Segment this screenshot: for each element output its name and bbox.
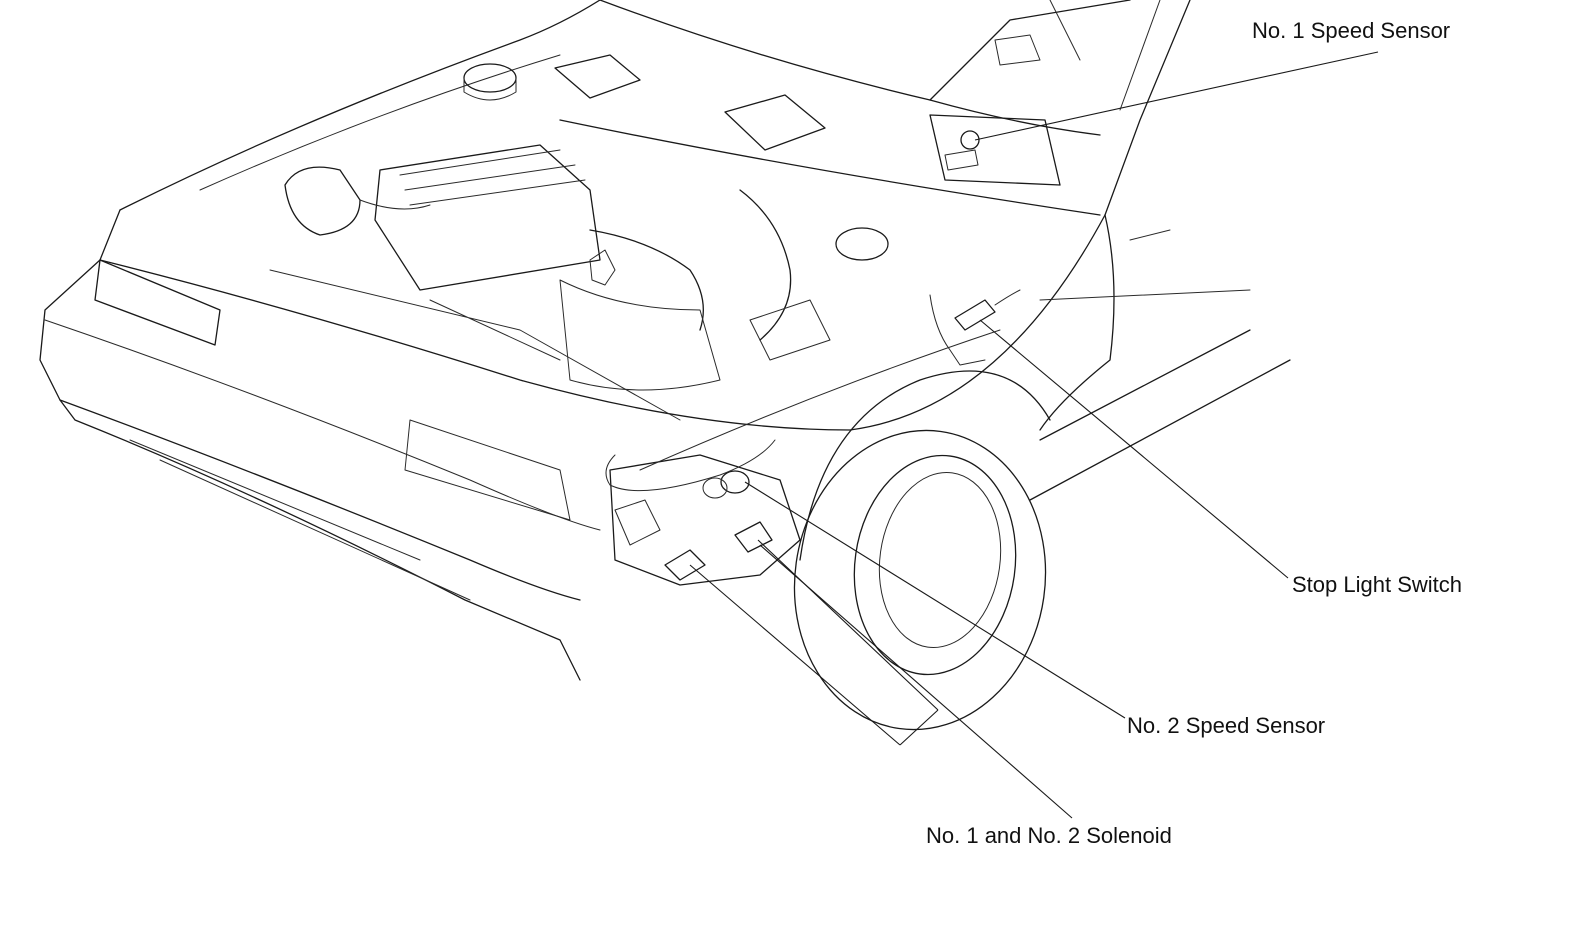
bumper-lower [59, 399, 581, 681]
windshield-frame [929, 0, 1131, 101]
leader-solenoid-2 [899, 709, 939, 746]
wheel-rim [878, 471, 1002, 649]
coolant-reservoir [749, 299, 831, 361]
callout-labels: No. 1 Speed Sensor Stop Light Switch No.… [926, 18, 1462, 848]
speed-sensor-2-part [720, 470, 750, 494]
leader-lines [689, 51, 1379, 819]
throttle-body [614, 499, 661, 546]
bumper-upper [39, 259, 581, 601]
bumper-slot-lower [159, 459, 471, 601]
wiring-harness [605, 439, 776, 492]
instrument-cluster [929, 114, 1061, 186]
hood-rear-edge [599, 0, 1101, 136]
leader-solenoid-bracket-right [757, 539, 939, 711]
speed-sensor-1-connector [944, 149, 979, 171]
vacuum-line [639, 329, 1001, 471]
throttle-sensor [589, 249, 616, 286]
speed-sensor-1-part [960, 130, 980, 150]
stop-light-switch-wire [994, 289, 1021, 306]
label-solenoids: No. 1 and No. 2 Solenoid [926, 823, 1172, 848]
intake-manifold [399, 149, 586, 206]
transaxle-housing [559, 279, 721, 391]
bumper-slot [129, 439, 421, 561]
door-line [1129, 229, 1171, 241]
leader-solenoid-1 [689, 564, 901, 746]
engine-block [374, 144, 601, 291]
relay-box-2 [724, 94, 826, 151]
headlight [94, 259, 221, 346]
strut-tower-right [835, 227, 889, 261]
grille-opening [404, 419, 571, 521]
label-stop-light-switch: Stop Light Switch [1292, 572, 1462, 597]
strut-tower-left-side [463, 77, 517, 101]
solenoid-part-1 [664, 549, 706, 581]
intake-duct [359, 199, 431, 210]
transaxle-case [609, 454, 801, 586]
car-illustration [39, 0, 1291, 731]
radiator-hose-lower [739, 189, 792, 341]
wheel-arch [799, 370, 1051, 561]
leader-speed-sensor-2 [744, 481, 1126, 719]
front-body-top [99, 209, 1106, 431]
a-pillar [1104, 0, 1191, 216]
brake-pedal-bracket [929, 294, 986, 366]
hood-outline [119, 0, 601, 211]
cowl-line [559, 119, 1101, 216]
dash-panel [994, 0, 1081, 66]
tire-inner [853, 454, 1017, 676]
fender-line [1039, 214, 1115, 431]
side-sill-upper [1039, 329, 1251, 441]
radiator-hose-upper [589, 229, 704, 331]
windshield-inner [1119, 0, 1161, 111]
stop-light-switch-part [954, 299, 996, 331]
body-crease [1039, 289, 1251, 301]
strut-tower-left [463, 63, 517, 93]
label-speed-sensor-1: No. 1 Speed Sensor [1252, 18, 1450, 43]
relay-box-1 [554, 54, 641, 99]
engine-bay-floor [269, 269, 681, 421]
speed-sensor-2-ring [702, 477, 728, 499]
leader-stop-light-switch [979, 319, 1289, 579]
air-cleaner [284, 166, 361, 236]
leader-solenoid-label [759, 544, 1073, 819]
side-sill-lower [1029, 359, 1291, 501]
label-speed-sensor-2: No. 2 Speed Sensor [1127, 713, 1325, 738]
solenoid-part-2 [734, 521, 773, 553]
leader-speed-sensor-1 [974, 51, 1379, 141]
tire-outer [793, 429, 1047, 731]
